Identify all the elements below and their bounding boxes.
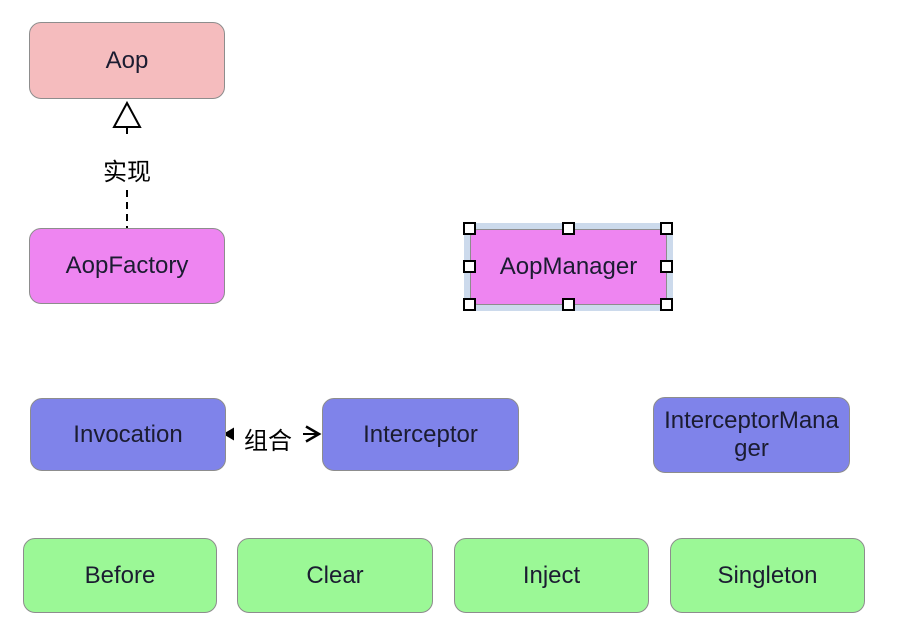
node-singleton-label: Singleton <box>717 561 818 589</box>
resize-handle-w[interactable] <box>463 260 476 273</box>
resize-handle-nw[interactable] <box>463 222 476 235</box>
open-right-arrowhead-icon <box>305 425 322 443</box>
composition-edge-label[interactable]: 组合 <box>244 428 292 455</box>
node-invocation-label: Invocation <box>73 420 183 448</box>
node-interceptor[interactable]: Interceptor <box>322 398 519 471</box>
node-interceptor-label: Interceptor <box>363 420 478 448</box>
node-inject[interactable]: Inject <box>454 538 649 613</box>
node-aop[interactable]: Aop <box>29 22 225 99</box>
resize-handle-se[interactable] <box>660 298 673 311</box>
resize-handle-ne[interactable] <box>660 222 673 235</box>
node-interceptor-manager[interactable]: InterceptorManager <box>653 397 850 473</box>
resize-handle-n[interactable] <box>562 222 575 235</box>
resize-handle-e[interactable] <box>660 260 673 273</box>
node-aop-factory-label: AopFactory <box>65 252 189 279</box>
node-inject-label: Inject <box>522 561 581 589</box>
node-before[interactable]: Before <box>23 538 217 613</box>
hollow-triangle-arrowhead-icon <box>112 100 142 128</box>
node-clear-label: Clear <box>306 561 364 589</box>
node-interceptor-manager-label: InterceptorManager <box>664 406 839 462</box>
node-singleton[interactable]: Singleton <box>670 538 865 613</box>
node-aop-manager[interactable]: AopManager <box>470 229 667 305</box>
node-aop-factory[interactable]: AopFactory <box>29 228 225 304</box>
node-aop-label: Aop <box>105 46 149 74</box>
realization-edge-label[interactable]: 实现 <box>103 159 151 186</box>
resize-handle-s[interactable] <box>562 298 575 311</box>
node-aop-manager-label: AopManager <box>499 253 638 280</box>
node-invocation[interactable]: Invocation <box>30 398 226 471</box>
resize-handle-sw[interactable] <box>463 298 476 311</box>
node-clear[interactable]: Clear <box>237 538 433 613</box>
node-before-label: Before <box>84 561 156 589</box>
